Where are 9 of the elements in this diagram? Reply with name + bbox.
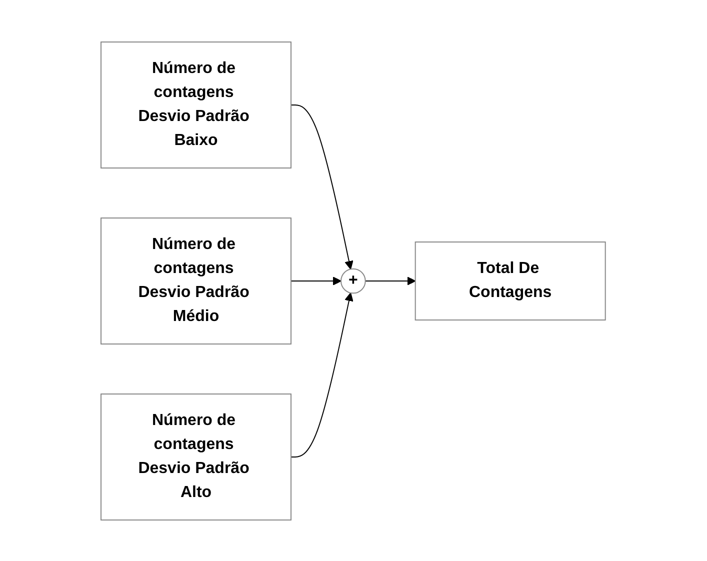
arrow <box>365 276 416 285</box>
arrow <box>290 292 354 457</box>
node-box: Total De Contagens <box>415 241 606 320</box>
arrow <box>290 104 354 269</box>
arrow <box>290 276 342 285</box>
node-circle: + <box>340 268 366 294</box>
node-box: Número de contagens Desvio Padrão Médio <box>100 217 292 344</box>
node-box: Número de contagens Desvio Padrão Alto <box>100 393 292 520</box>
node-box: Número de contagens Desvio Padrão Baixo <box>100 41 292 168</box>
